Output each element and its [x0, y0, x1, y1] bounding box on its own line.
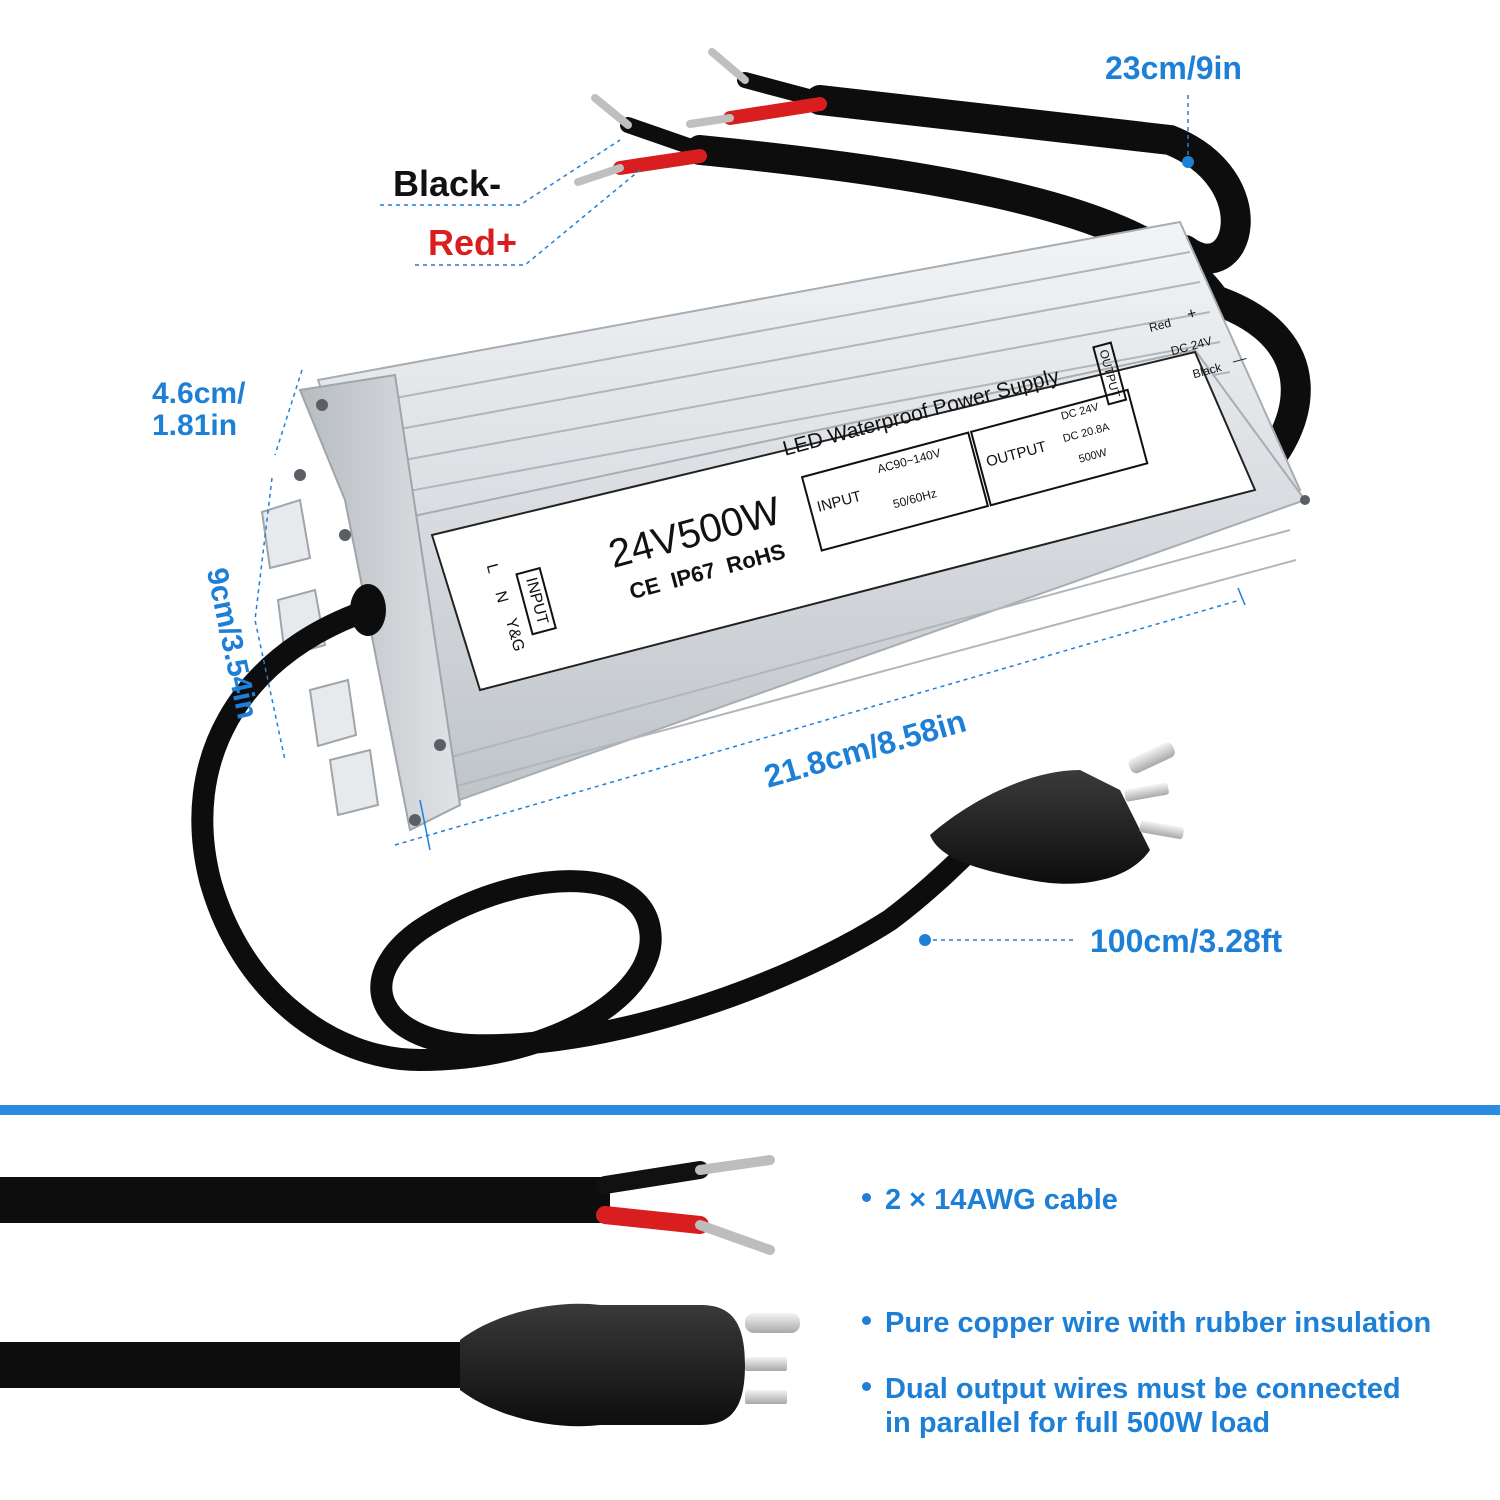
terminal-g: Y&G	[501, 616, 528, 654]
wire-label-leaders	[380, 139, 641, 266]
output-spec-table: OUTPUT DC 24V DC 20.8A 500W	[969, 388, 1149, 507]
cable-detail	[0, 1155, 775, 1255]
terminal-n: N	[491, 589, 511, 605]
input-heading: INPUT	[815, 487, 864, 516]
out-plus: +	[1185, 304, 1199, 324]
bullet-dot-icon	[862, 1192, 871, 1202]
input-cord-length: 100cm/3.28ft	[1090, 923, 1283, 959]
output-heading: OUTPUT	[984, 438, 1049, 471]
black-wire-label: Black-	[393, 163, 502, 204]
output-voltage: DC 24V	[1059, 401, 1101, 423]
out-minus: —	[1230, 349, 1249, 369]
out-dc: DC 24V	[1169, 333, 1214, 359]
input-frequency: 50/60Hz	[891, 486, 939, 512]
plug-top	[930, 742, 1184, 884]
input-tag: INPUT	[515, 566, 557, 636]
bullet-dot-icon	[862, 1381, 871, 1391]
height-dimension: 4.6cm/ 1.81in	[152, 377, 246, 442]
terminal-l: L	[482, 561, 502, 575]
input-voltage: AC90~140V	[875, 445, 943, 477]
output-cable-length: 23cm/9in	[1105, 50, 1242, 86]
output-power: 500W	[1077, 446, 1109, 466]
bullet-dot-icon	[862, 1315, 871, 1325]
output-cable-upper	[686, 48, 1251, 274]
output-current: DC 20.8A	[1061, 421, 1111, 446]
feature-item-parallel: Dual output wires must be connected in p…	[862, 1372, 1401, 1440]
red-wire-label: Red+	[428, 222, 518, 263]
input-cord	[191, 584, 1001, 1071]
feature-item-copper: Pure copper wire with rubber insulation	[862, 1306, 1431, 1340]
rating-label-plate	[430, 350, 1257, 692]
out-black: Black	[1191, 360, 1223, 382]
plug-detail	[0, 1303, 800, 1427]
output-length-marker	[1182, 95, 1194, 168]
dimension-leaders	[254, 369, 1246, 851]
section-divider	[0, 1105, 1500, 1115]
feature-item-cable: 2 × 14AWG cable	[862, 1183, 1118, 1217]
input-cord-marker	[919, 934, 1075, 946]
